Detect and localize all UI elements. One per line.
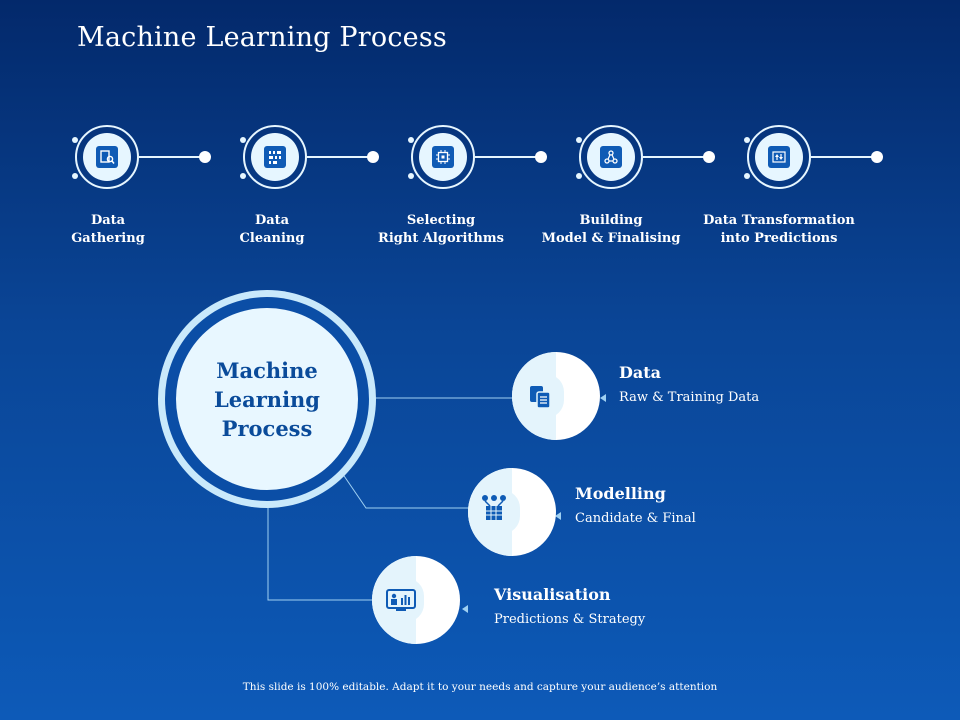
connector-dot xyxy=(199,151,211,163)
ring-dot xyxy=(240,137,246,143)
network-nodes-icon xyxy=(600,146,622,168)
presentation-screen-icon xyxy=(386,588,416,616)
binary-data-icon xyxy=(264,146,286,168)
document-search-icon xyxy=(96,146,118,168)
step-data-gathering xyxy=(72,125,211,195)
ring-dot xyxy=(408,137,414,143)
step-ring xyxy=(411,125,475,189)
item-title: Visualisation xyxy=(494,585,611,604)
model-cube-icon xyxy=(480,494,508,528)
page-title: Machine Learning Process xyxy=(77,22,447,53)
step-label: Data Cleaning xyxy=(239,213,305,246)
transform-arrows-icon xyxy=(768,146,790,168)
connector-line xyxy=(643,156,707,158)
center-label: Machine Learning Process xyxy=(214,357,320,441)
ring-dot xyxy=(240,173,246,179)
connector-dot xyxy=(703,151,715,163)
connector-line xyxy=(307,156,371,158)
item-desc: Raw & Training Data xyxy=(619,390,760,405)
center-circle: Machine Learning Process xyxy=(176,308,358,490)
item-desc: Candidate & Final xyxy=(575,511,696,526)
step-label: Data Transformation into Predictions xyxy=(703,213,855,246)
connector-line xyxy=(811,156,875,158)
connector-dot xyxy=(535,151,547,163)
visualisation-circle xyxy=(372,556,460,644)
step-data-transformation xyxy=(744,125,883,195)
ring-dot xyxy=(72,137,78,143)
ring-dot xyxy=(408,173,414,179)
step-label: Data Gathering xyxy=(71,213,145,246)
modelling-circle xyxy=(468,468,556,556)
ring-dot xyxy=(576,173,582,179)
connector-dot xyxy=(367,151,379,163)
footer-note: This slide is 100% editable. Adapt it to… xyxy=(242,681,718,693)
ring-dot xyxy=(72,173,78,179)
connector-line xyxy=(475,156,539,158)
ring-dot xyxy=(576,137,582,143)
step-icon-holder xyxy=(251,133,299,181)
step-ring xyxy=(75,125,139,189)
chip-algorithm-icon xyxy=(432,146,454,168)
step-label: Selecting Right Algorithms xyxy=(378,213,504,246)
step-icon-holder xyxy=(419,133,467,181)
circle-notch xyxy=(502,490,520,534)
step-ring xyxy=(243,125,307,189)
step-ring xyxy=(579,125,643,189)
data-circle xyxy=(512,352,600,440)
step-label: Building Model & Finalising xyxy=(541,213,681,246)
documents-icon xyxy=(528,384,554,414)
item-desc: Predictions & Strategy xyxy=(494,612,646,627)
ring-dot xyxy=(744,173,750,179)
step-data-cleaning xyxy=(240,125,379,195)
ring-dot xyxy=(744,137,750,143)
step-ring xyxy=(747,125,811,189)
step-icon-holder xyxy=(83,133,131,181)
item-title: Modelling xyxy=(575,484,666,503)
process-steps: Data Gathering Data Cleaning Selecting R… xyxy=(0,0,960,260)
step-icon-holder xyxy=(587,133,635,181)
connector-line xyxy=(139,156,203,158)
step-icon-holder xyxy=(755,133,803,181)
step-selecting-algorithms xyxy=(408,125,547,195)
connector-dot xyxy=(871,151,883,163)
step-building-model xyxy=(576,125,715,195)
item-title: Data xyxy=(619,363,661,382)
